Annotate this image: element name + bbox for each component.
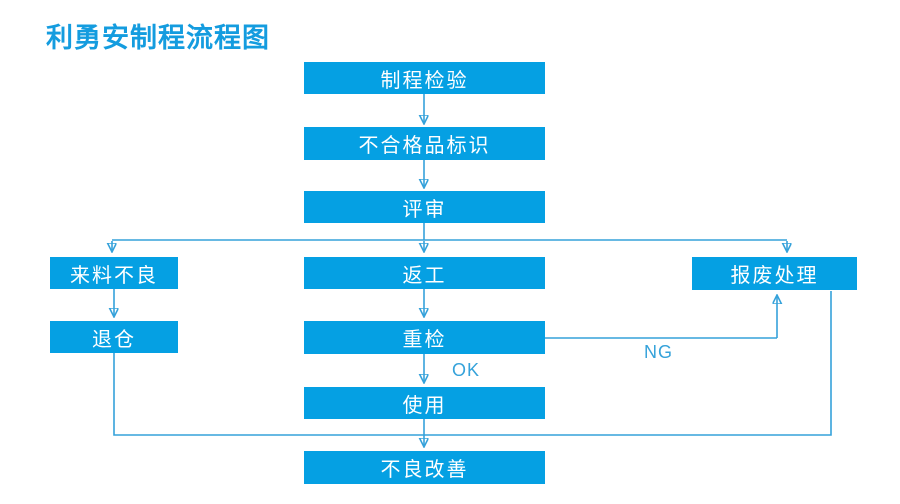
node-defect-improvement: 不良改善 (304, 451, 545, 484)
node-reinspection: 重检 (304, 321, 545, 354)
node-process-inspection: 制程检验 (304, 62, 545, 94)
node-return-warehouse: 退仓 (50, 321, 178, 353)
node-scrap-handling: 报废处理 (692, 257, 857, 290)
node-nonconforming-identification: 不合格品标识 (304, 127, 545, 160)
node-incoming-defect: 来料不良 (50, 257, 178, 289)
node-use: 使用 (304, 387, 545, 419)
connector-return-scrap-merge (113, 291, 832, 436)
edge-label-ng: NG (644, 342, 673, 362)
node-review: 评审 (304, 191, 545, 223)
edge-label-ok: OK (452, 360, 481, 380)
node-rework: 返工 (304, 257, 545, 289)
page-title: 利勇安制程流程图 (46, 23, 270, 53)
